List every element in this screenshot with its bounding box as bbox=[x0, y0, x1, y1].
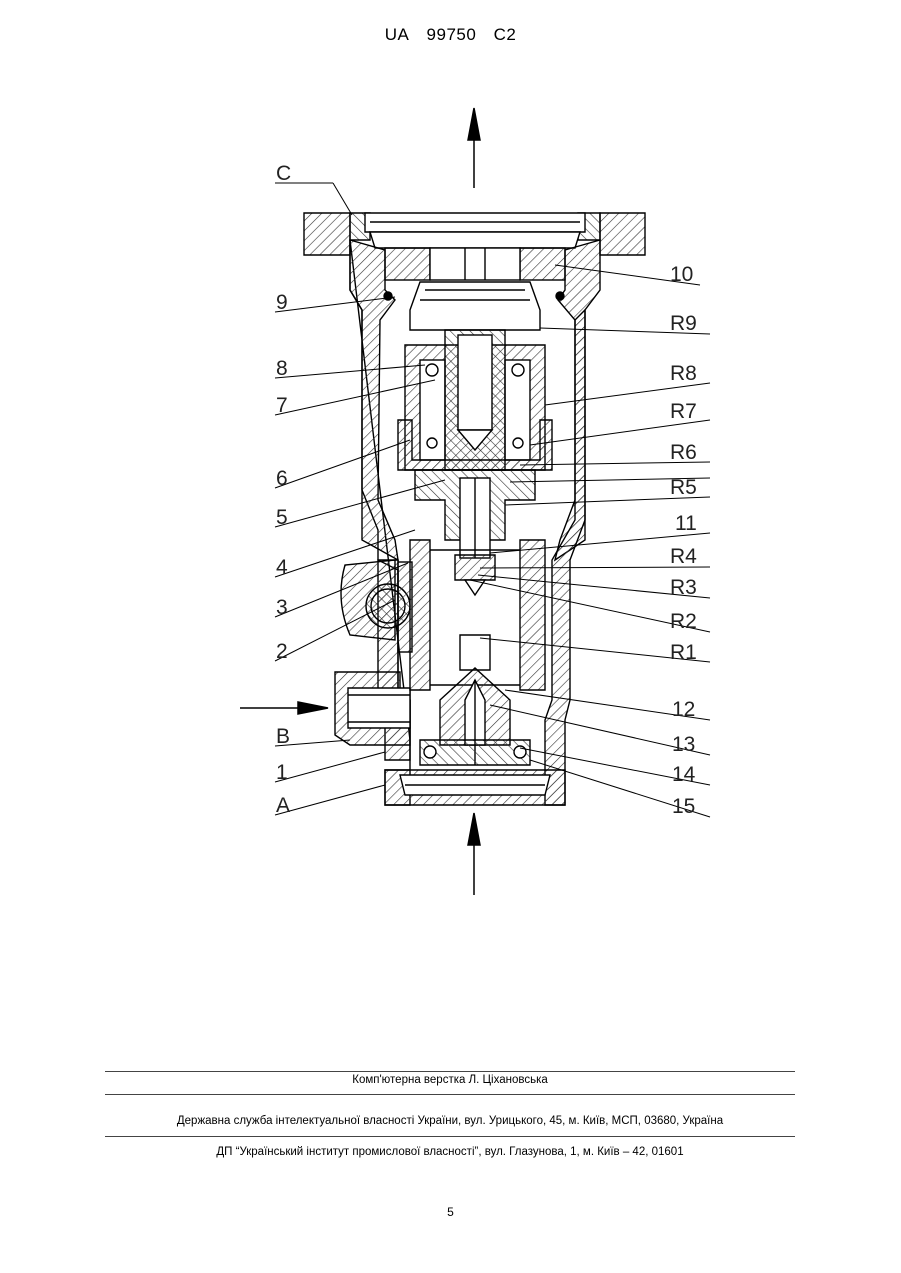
label-13: 13 bbox=[672, 733, 695, 756]
footer-office: Державна служба інтелектуальної власност… bbox=[105, 1115, 795, 1127]
footer-rule-2 bbox=[105, 1094, 795, 1095]
label-10: 10 bbox=[670, 263, 693, 286]
page-number: 5 bbox=[0, 1205, 901, 1219]
footer-typesetter: Комп'ютерна верстка Л. Ціхановська bbox=[105, 1074, 795, 1086]
bottom-flange bbox=[385, 770, 565, 805]
footer-institute: ДП “Український інститут промислової вла… bbox=[105, 1146, 795, 1158]
label-C: C bbox=[276, 162, 291, 185]
labels-left: C 9 8 7 6 5 4 3 2 B 1 A bbox=[276, 162, 291, 817]
side-plug bbox=[341, 560, 412, 652]
label-3: 3 bbox=[276, 596, 288, 619]
label-R9: R9 bbox=[670, 312, 697, 335]
label-A: A bbox=[276, 794, 290, 817]
label-14: 14 bbox=[672, 763, 696, 786]
label-R3: R3 bbox=[670, 576, 697, 599]
label-R8: R8 bbox=[670, 362, 697, 385]
side-inlet bbox=[335, 672, 410, 745]
label-12: 12 bbox=[672, 698, 695, 721]
label-2: 2 bbox=[276, 640, 288, 663]
label-15: 15 bbox=[672, 795, 695, 818]
label-5: 5 bbox=[276, 506, 288, 529]
label-R1: R1 bbox=[670, 641, 697, 664]
label-R4: R4 bbox=[670, 545, 697, 568]
label-6: 6 bbox=[276, 467, 288, 490]
label-R5: R5 bbox=[670, 476, 697, 499]
footer-rule-1 bbox=[105, 1071, 795, 1072]
top-nut bbox=[384, 248, 565, 330]
footer-rule-3 bbox=[105, 1136, 795, 1137]
label-7: 7 bbox=[276, 394, 288, 417]
label-1: 1 bbox=[276, 761, 288, 784]
label-11: 11 bbox=[675, 512, 697, 535]
label-R2: R2 bbox=[670, 610, 697, 633]
labels-right: 10 R9 R8 R7 R6 R5 11 R4 R3 R2 R1 12 13 1… bbox=[670, 263, 697, 818]
label-4: 4 bbox=[276, 556, 288, 579]
label-R7: R7 bbox=[670, 400, 697, 423]
label-B: B bbox=[276, 725, 290, 748]
valve-cone bbox=[420, 635, 530, 765]
label-9: 9 bbox=[276, 291, 288, 314]
label-8: 8 bbox=[276, 357, 288, 380]
label-R6: R6 bbox=[670, 441, 697, 464]
